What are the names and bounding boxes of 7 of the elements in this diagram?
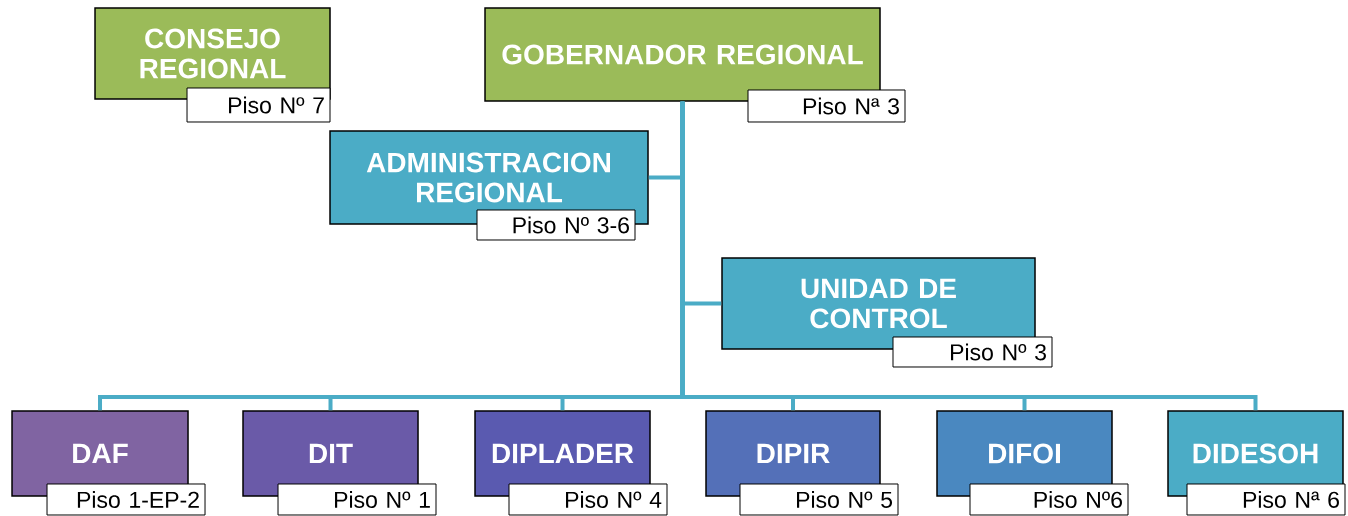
floor-label: Piso Nº 1: [277, 483, 437, 516]
floor-label: Piso Nº 5: [739, 483, 899, 516]
floor-label: Piso Nº 3-6: [476, 209, 636, 241]
floor-label: Piso Nª 6: [1186, 483, 1346, 516]
floor-label: Piso Nº 4: [508, 483, 668, 516]
connector: [680, 101, 1258, 411]
floor-label: Piso Nº6: [969, 483, 1129, 516]
